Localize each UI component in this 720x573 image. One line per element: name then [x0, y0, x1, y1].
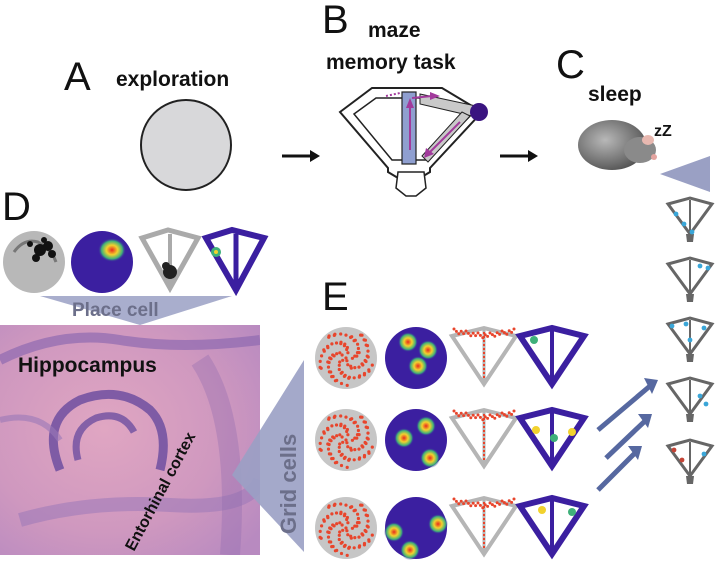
- replay-funnel: [660, 156, 710, 192]
- grid-maze-trajectory: [448, 495, 520, 558]
- panel-b: B maze memory task: [322, 0, 488, 197]
- grid-maze-rate-map: [515, 324, 589, 390]
- panel-a: A exploration: [64, 55, 232, 191]
- place-cell-maps: [3, 226, 269, 297]
- grid-cells-funnel: [232, 360, 304, 552]
- grid-trajectory-map: [315, 409, 377, 471]
- sleeping-rat-icon: [578, 120, 657, 170]
- grid-trajectory-map: [315, 327, 377, 389]
- place-maze-trajectory: [138, 227, 202, 294]
- grid-rate-map: [384, 497, 448, 560]
- grid-trajectory-map: [315, 497, 377, 559]
- replay-maze: [665, 316, 715, 362]
- zz-sleep-mark: zZ: [654, 123, 672, 140]
- replay-maze-column: [665, 196, 715, 484]
- grid-maze-rate-map: [515, 406, 589, 472]
- panel-c: C sleep zZ: [556, 43, 715, 484]
- grid-cell-row: [315, 324, 589, 390]
- diagonal-arrow-icon: [596, 378, 658, 492]
- sleep-caption: sleep: [588, 83, 642, 106]
- replay-maze: [665, 256, 715, 302]
- panel-letter-a: A: [64, 55, 91, 99]
- triangle-maze: [338, 87, 488, 197]
- maze-caption-line2: memory task: [326, 51, 456, 74]
- grid-cells-label: Grid cells: [276, 434, 301, 534]
- hippocampus-label: Hippocampus: [18, 354, 157, 377]
- right-arrow-icon: [500, 150, 538, 162]
- place-maze-rate-map: [201, 226, 269, 297]
- replay-maze: [665, 196, 715, 242]
- panel-letter-d: D: [2, 185, 31, 229]
- place-cell-funnel: [40, 296, 232, 325]
- goal-reward-dot: [470, 103, 488, 121]
- panel-letter-e: E: [322, 275, 349, 319]
- open-field-arena: [140, 99, 232, 191]
- place-cell-label: Place cell: [72, 300, 159, 321]
- grid-maze-rate-map: [515, 494, 589, 560]
- grid-cell-row: [315, 494, 589, 560]
- grid-maze-trajectory: [448, 407, 520, 470]
- maze-caption-line1: maze: [368, 19, 421, 42]
- exploration-caption: exploration: [116, 68, 229, 91]
- grid-cell-rows: [315, 324, 589, 560]
- right-arrow-icon: [282, 150, 320, 162]
- grid-rate-map: [385, 327, 447, 389]
- place-rate-map: [71, 231, 133, 293]
- grid-cell-row: [315, 406, 589, 472]
- place-spike-cluster: [27, 237, 56, 262]
- replay-maze: [665, 376, 715, 422]
- grid-maze-trajectory: [448, 325, 520, 388]
- panel-d: D: [0, 185, 269, 555]
- replay-maze: [665, 438, 715, 484]
- hippocampus-histology: [0, 325, 260, 555]
- grid-rate-map: [385, 409, 447, 471]
- panel-e: E Grid cells: [232, 275, 589, 560]
- panel-letter-c: C: [556, 43, 585, 87]
- panel-letter-b: B: [322, 0, 349, 42]
